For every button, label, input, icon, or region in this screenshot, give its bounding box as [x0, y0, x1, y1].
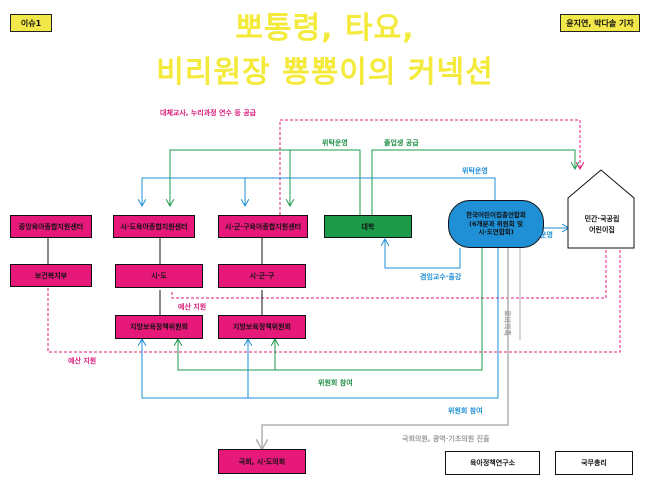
association-line-3: 시·도연합회)	[478, 228, 514, 237]
assembly-box: 국회, 시·도의회	[218, 449, 306, 474]
sido-box: 시·도	[115, 264, 203, 288]
label-substitute: 대체교사, 누리과정 연수 등 공급	[160, 109, 257, 117]
label-committee1: 위원회 참여	[318, 379, 353, 387]
local-committee-sigungu-box: 지방보육정책위원회	[218, 315, 306, 339]
association-blob: 한국어린이집총연합회 (6개분과 위원회 및 시·도연합회)	[448, 200, 544, 248]
daycare-label-line-2: 어린이집	[589, 225, 615, 234]
daycare-label: 민간·국공립 어린이집	[572, 214, 632, 235]
label-operate: 운영	[540, 231, 553, 239]
label-budget2: 예산 지원	[68, 357, 97, 365]
daycare-house-outline	[567, 169, 635, 249]
sigungu-box: 시·군·구	[218, 264, 306, 288]
line-professor	[385, 240, 461, 269]
daycare-label-line-1: 민간·국공립	[584, 215, 620, 223]
university-box: 대학	[324, 215, 412, 238]
line-assembly-entry	[262, 248, 509, 448]
line-committee2	[142, 248, 499, 399]
institute-box: 육아정책연구소	[445, 451, 540, 475]
line-budget1	[171, 250, 607, 299]
local-committee-sido-box: 지방보육정책위원회	[115, 315, 203, 339]
association-line-2: (6개분과 위원회 및	[469, 219, 523, 228]
label-consign1: 위탁운영	[322, 139, 348, 147]
line-budget2	[47, 240, 621, 353]
title-line-2: 비리원장 뿅뿅이의 커넥션	[156, 55, 494, 90]
label-graduates: 졸업생 공급	[384, 139, 419, 147]
line-consign1-up	[290, 149, 361, 215]
sigungu-center-box: 시·군·구육아종합지원센터	[218, 215, 308, 238]
line-consign1	[169, 149, 291, 178]
pm-box: 국무총리	[555, 451, 633, 475]
ministry-box: 보건복지부	[10, 264, 92, 287]
label-assembly-entry: 국회의원, 광역·기초의원 진출	[402, 435, 490, 443]
line-substitute	[279, 119, 580, 215]
title-line-1: 뽀통령, 타요,	[235, 11, 415, 46]
label-professor: 겸임교수·출강	[420, 273, 462, 281]
association-line-1: 한국어린이집총연합회	[466, 210, 526, 219]
line-graduates	[371, 149, 575, 215]
line-committee1	[178, 248, 483, 371]
issue-tag: 이슈1	[10, 14, 52, 32]
line-consign2	[142, 177, 496, 205]
label-committee2: 위원회 참여	[448, 407, 483, 415]
central-center-box: 중앙육아종합지원센터	[10, 215, 92, 238]
label-budget1: 예산 지원	[178, 303, 207, 311]
byline-tag: 윤지연, 박다솔 기자	[560, 14, 640, 32]
label-consign2: 위탁운영	[462, 167, 488, 175]
sido-center-box: 시·도육아종합지원센터	[113, 215, 195, 238]
label-lobby: 로비의혹	[503, 310, 511, 336]
